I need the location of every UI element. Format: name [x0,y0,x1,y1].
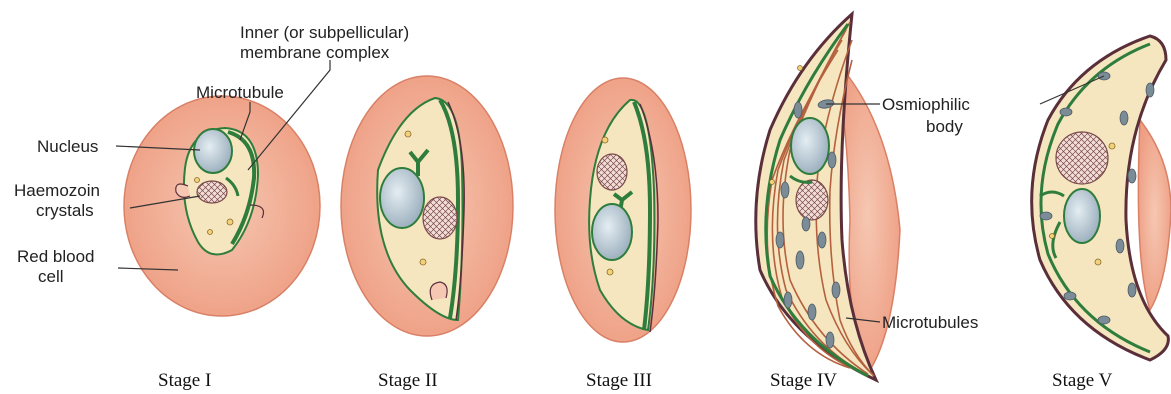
label-inner-membrane-line2: membrane complex [240,43,390,62]
label-rbc-line2: cell [38,267,64,286]
nucleus-5 [1064,189,1100,243]
label-microtubules: Microtubules [882,313,978,332]
label-osmiophilic-line2: body [926,117,963,136]
vesicle-3a [602,137,608,143]
nucleus-1 [194,129,232,173]
stage-3-cell [555,78,691,342]
stage-label-5: Stage V [1052,370,1113,391]
stage-5-cell [1032,36,1171,360]
nucleus-2 [380,168,424,228]
stage-4-cell [756,14,900,380]
haemozoin-4 [796,180,828,220]
stage-label-3: Stage III [586,370,652,391]
membrane-loop-1 [176,184,190,197]
vesicle-5c [1050,234,1055,239]
stage-2-cell [341,76,513,336]
vesicle-1b [195,178,200,183]
label-haemozoin-line2: crystals [36,201,94,220]
red-blood-cell-5 [1138,120,1171,310]
haemozoin-3 [597,154,627,190]
haemozoin-1 [197,181,227,203]
stage-label-4: Stage IV [770,370,837,391]
vesicle-4b [798,66,803,71]
vesicle-5a [1109,143,1115,149]
label-rbc-line1: Red blood [17,247,95,266]
membrane-loop-2 [430,282,447,300]
vesicle-1c [208,230,213,235]
vesicle-5b [1095,259,1101,265]
stage-label-2: Stage II [378,370,438,391]
label-inner-membrane-line1: Inner (or subpellicular) [240,23,409,42]
haemozoin-5 [1056,132,1108,184]
vesicle-2b [420,259,426,265]
vesicle-1a [227,219,233,225]
stage-1-cell [124,96,320,316]
label-haemozoin-line1: Haemozoin [14,181,100,200]
vesicle-4a [770,180,775,185]
vesicle-3b [607,269,613,275]
haemozoin-2 [423,197,457,239]
label-osmiophilic-line1: Osmiophilic [882,95,970,114]
nucleus-4 [791,118,829,174]
label-microtubule: Microtubule [196,83,284,102]
vesicle-2a [405,131,411,137]
nucleus-3 [592,204,632,260]
stage-label-1: Stage I [158,370,211,391]
label-nucleus: Nucleus [37,137,98,156]
